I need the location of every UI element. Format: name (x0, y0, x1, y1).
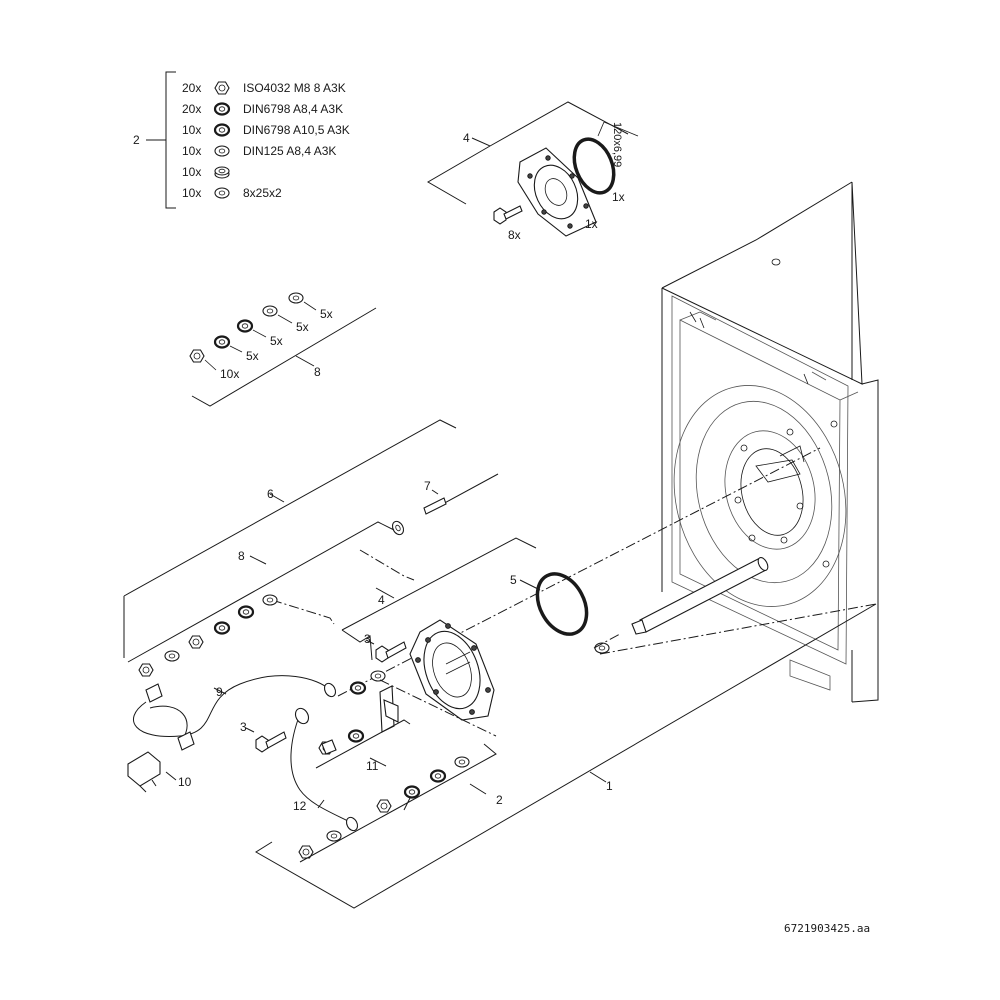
callout-4-mid: 4 (378, 593, 385, 607)
hardware-qty: 10x (182, 165, 201, 179)
callout-8-left: 8 (238, 549, 245, 563)
leader-2-bottom (299, 743, 497, 863)
flat-washer-icon (454, 756, 470, 768)
callout-7: 7 (424, 479, 431, 493)
kit-qty: 10x (220, 367, 239, 381)
hardware-list-bracket (146, 71, 176, 209)
spring-washer-icon (213, 621, 231, 635)
spring-washer-icon (429, 769, 447, 783)
washer-kit-bracket (191, 307, 377, 407)
gasket-dimension: 120x6,99 (611, 122, 623, 167)
washer-kit: 8 10x 5x 5x 5x 5x (189, 292, 377, 407)
fastener-stacks (138, 594, 610, 859)
callout-6: 6 (267, 487, 274, 501)
hardware-spec: ISO4032 M8 8 A3K (243, 81, 346, 95)
flat-washer-icon (370, 670, 386, 682)
flat-washer-icon (326, 830, 342, 842)
hardware-qty: 20x (182, 81, 201, 95)
hardware-spec: DIN125 A8,4 A3K (243, 144, 336, 158)
hardware-qty: 20x (182, 102, 201, 116)
callout-2-top: 2 (133, 133, 140, 147)
spring-washer-icon (237, 605, 255, 619)
flange-qty: 1x (585, 217, 598, 231)
hardware-qty: 10x (182, 144, 201, 158)
insulating-washer-near-rod (594, 642, 610, 654)
flat-washer-icon (262, 594, 278, 606)
kit-spring-washer-icon (213, 335, 231, 349)
kit-qty: 5x (246, 349, 259, 363)
spring-washer-icon (347, 729, 365, 743)
flange-side-stack (349, 670, 386, 695)
washer-kit-items: 10x 5x 5x 5x 5x (189, 292, 333, 381)
anode-rod (631, 556, 769, 635)
kit-qty: 5x (320, 307, 333, 321)
hex-nut-icon (298, 845, 314, 859)
boiler-housing (661, 181, 879, 703)
callout-4-top: 4 (463, 131, 470, 145)
gasket-qty: 1x (612, 190, 625, 204)
axis-sensor (271, 549, 415, 625)
flange-bolt-lower: 3 (240, 720, 287, 753)
bottom-stack (298, 756, 470, 859)
kit-hex-nut-icon (189, 349, 205, 363)
kit-spring-washer-icon (236, 319, 254, 333)
callout-5: 5 (510, 573, 517, 587)
axis-lower (379, 633, 621, 737)
callout-1: 1 (606, 779, 613, 793)
kit-qty: 5x (270, 334, 283, 348)
kit-flat-washer-icon (262, 305, 278, 317)
bolt-qty: 8x (508, 228, 521, 242)
plug-connector-icon: 10 (127, 751, 192, 793)
flat-washer-icon (214, 145, 230, 157)
flange-kit-bracket (427, 101, 629, 205)
hex-nut-icon (138, 663, 154, 677)
mounting-bracket: 11 (315, 685, 411, 773)
hardware-spec: DIN6798 A10,5 A3K (243, 123, 350, 137)
callout-11: 11 (366, 759, 379, 773)
spring-washer-icon (213, 102, 231, 116)
left-upper-stack (138, 594, 278, 677)
callout-8-top: 8 (314, 365, 321, 379)
hardware-qty: 10x (182, 186, 201, 200)
flat-washer-icon (164, 650, 180, 662)
callout-12: 12 (293, 799, 307, 813)
kit-gasket-ring (572, 137, 616, 195)
hardware-spec: DIN6798 A8,4 A3K (243, 102, 343, 116)
insulating-washer-icon (214, 166, 230, 179)
hex-nut-icon (214, 81, 230, 95)
gasket-ring-5: 5 (510, 572, 589, 636)
kit-flat-washer-icon (288, 292, 304, 304)
leader-6 (123, 419, 457, 658)
kit-bolt-icon (493, 205, 523, 225)
hardware-qty: 10x (182, 123, 201, 137)
callout-9: 9 (216, 685, 223, 699)
callout-3-lower: 3 (240, 720, 247, 734)
flat-washer-icon (214, 187, 230, 199)
leader-8-left (127, 521, 395, 663)
sensor-probe: 7 (391, 473, 499, 536)
callout-10: 10 (178, 775, 192, 789)
flange-kit: 4 120x6,99 8x 1x 1x (427, 101, 639, 242)
hardware-spec: 8x25x2 (243, 186, 282, 200)
spring-washer-icon (349, 681, 367, 695)
figure-id: 6721903425.aa (784, 922, 870, 935)
callout-2-bottom: 2 (496, 793, 503, 807)
callout-3-upper: 3 (364, 632, 371, 646)
kit-flange-plate (517, 147, 597, 237)
flange-bolt-upper: 3 (364, 632, 407, 663)
hex-nut-icon (188, 635, 204, 649)
flange-plate: 4 (341, 537, 537, 721)
leader-1 (255, 603, 877, 909)
kit-qty: 5x (296, 320, 309, 334)
spring-washer-icon (403, 785, 421, 799)
spring-washer-icon (213, 123, 231, 137)
ground-cable: 9 12 (133, 675, 359, 832)
hex-nut-icon (376, 799, 392, 813)
